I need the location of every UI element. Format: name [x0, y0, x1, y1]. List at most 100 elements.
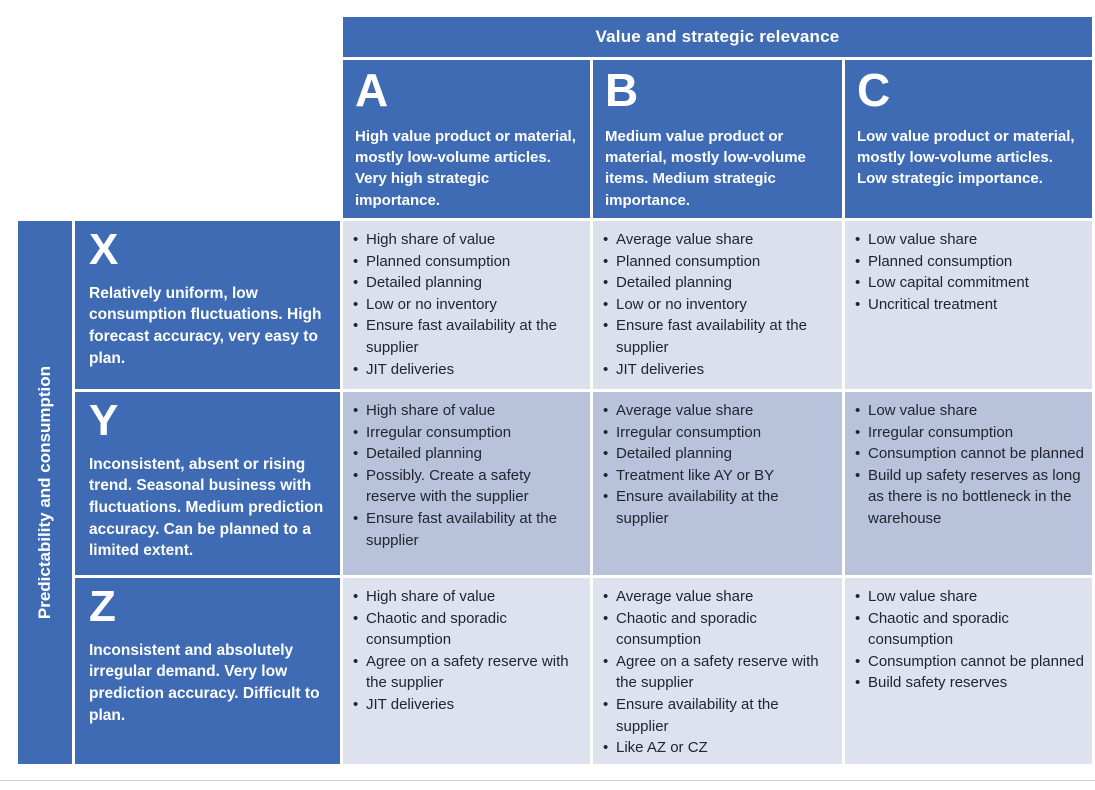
bullet-text: Planned consumption	[366, 252, 511, 270]
bullet-marker: •	[603, 652, 609, 670]
row-key-y: Y	[89, 396, 119, 445]
bullet-item: • Detailed planning	[353, 443, 582, 465]
bullet-marker: •	[353, 402, 359, 419]
bullet-item: •JIT deliveries	[353, 694, 582, 716]
bullet-marker: •	[855, 466, 861, 484]
bullet-item: •Agree on a safety reserve with the supp…	[603, 651, 834, 694]
bullet-text: Average value share	[616, 588, 754, 605]
bullet-item: •Irregular consumption	[855, 422, 1084, 444]
column-description-b: Medium value product or material, mostly…	[605, 127, 806, 209]
bullet-item: • Average value share	[603, 400, 834, 422]
bullet-item: •Planned consumption	[855, 251, 1084, 273]
bullet-marker: •	[353, 509, 359, 527]
bullet-marker: •	[855, 445, 861, 463]
bullet-marker: •	[855, 674, 861, 692]
bullet-item: • High share of value	[353, 229, 582, 251]
column-description-a: High value product or material, mostly l…	[355, 127, 576, 209]
cell-ax-bullet-list: • High share of value • Planned consumption…	[343, 221, 590, 389]
bullet-text: Low or no inventory	[616, 295, 747, 313]
row-header-z: Z Inconsistent and absolutely irregular …	[75, 578, 340, 764]
bullet-item: •JIT deliveries	[353, 359, 582, 381]
bullet-marker: •	[353, 423, 359, 441]
bullet-text: Average value share	[616, 402, 754, 419]
bullet-marker: •	[603, 317, 609, 335]
cell-cy-bullet-list: •Low value share•Irregular consumption•C…	[845, 392, 1092, 575]
bullet-text: Average value share	[616, 231, 754, 248]
bullet-text: JIT deliveries	[616, 360, 705, 378]
bullet-text: Detailed planning	[616, 445, 732, 463]
bullet-marker: •	[603, 423, 609, 441]
bullet-marker: •	[603, 402, 609, 419]
bullet-marker: •	[603, 609, 609, 627]
bullet-marker: •	[353, 317, 359, 335]
column-header-c: C Low value product or material, mostly …	[845, 60, 1092, 218]
bullet-marker: •	[603, 360, 609, 378]
cell-bz-bullet-list: •Average value share•Chaotic and sporadi…	[593, 578, 842, 764]
bullet-item: •Low or no inventory	[353, 294, 582, 316]
column-key-a: A	[355, 64, 389, 116]
bullet-item: • Build safety reserves	[855, 672, 1084, 694]
cell-az-bullet-list: •High share of value•Chaotic and sporadi…	[343, 578, 590, 764]
bullet-item: • JIT deliveries	[603, 359, 834, 381]
bullet-text: Like AZ or CZ	[616, 739, 708, 757]
bullet-item: •Low capital commitment	[855, 272, 1084, 294]
bullet-marker: •	[353, 295, 359, 313]
bullet-text: Possibly. Create a safety reserve with t…	[366, 466, 531, 506]
bullet-marker: •	[855, 588, 861, 605]
bullet-text: Low value share	[868, 588, 978, 605]
bullet-marker: •	[603, 466, 609, 484]
bullet-marker: •	[855, 231, 861, 248]
bullet-text: Low value share	[868, 402, 978, 419]
bullet-item: • Ensure fast availability at the supplie…	[353, 315, 582, 358]
bullet-text: Detailed planning	[366, 445, 482, 463]
bullet-item: •Average value share	[603, 586, 834, 608]
row-axis-title: Predictability and consumption	[18, 221, 72, 764]
bullet-marker: •	[353, 252, 359, 270]
bullet-item: •Like AZ or CZ	[603, 737, 834, 759]
bullet-item: • Average value share	[603, 229, 834, 251]
cell-bx-bullet-list: •Average value share•Planned consumption…	[593, 221, 842, 389]
bullet-item: •Low value share	[855, 400, 1084, 422]
bullet-marker: •	[603, 231, 609, 248]
bullet-item: •Chaotic and sporadic consumption	[855, 608, 1084, 651]
bullet-item: •Low or no inventory	[603, 294, 834, 316]
row-description-x: Relatively uniform, low consumption fluc…	[89, 284, 322, 367]
bullet-item: • Planned consumption	[353, 251, 582, 273]
bullet-text: Irregular consumption	[868, 423, 1014, 441]
bullet-marker: •	[353, 445, 359, 463]
bullet-item: • Low value share	[855, 229, 1084, 251]
column-description-c: Low value product or material, mostly lo…	[857, 127, 1075, 188]
bullet-marker: •	[353, 231, 359, 248]
bullet-item: •Ensure availability at the supplier	[603, 486, 834, 529]
bullet-item: •Irregular consumption	[353, 422, 582, 444]
bullet-marker: •	[353, 466, 359, 484]
bullet-text: High share of value	[366, 402, 496, 419]
bullet-text: Chaotic and sporadic consumption	[366, 609, 507, 649]
page-border-bottom	[0, 780, 1095, 781]
bullet-text: Low capital commitment	[868, 274, 1029, 292]
bullet-text: Build safety reserves	[868, 674, 1008, 692]
bullet-marker: •	[603, 445, 609, 463]
cell-by-bullet-list: • Average value share • Irregular consumpti…	[593, 392, 842, 575]
bullet-item: •Uncritical treatment	[855, 294, 1084, 316]
bullet-text: Agree on a safety reserve with the suppl…	[366, 652, 569, 692]
bullet-item: •Agree on a safety reserve with the supp…	[353, 651, 582, 694]
bullet-text: JIT deliveries	[366, 695, 455, 713]
abc-xyz-matrix-table: Value and strategic relevance A High val…	[18, 17, 1092, 764]
bullet-item: •Chaotic and sporadic consumption	[353, 608, 582, 651]
row-key-x: X	[89, 225, 119, 274]
bullet-item: •Build up safety reserves as long as the…	[855, 465, 1084, 530]
bullet-item: • Treatment like AY or BY	[603, 465, 834, 487]
bullet-text: Chaotic and sporadic consumption	[868, 609, 1009, 649]
bullet-text: Treatment like AY or BY	[616, 466, 775, 484]
bullet-text: Low value share	[868, 231, 978, 248]
bullet-text: High share of value	[366, 231, 496, 248]
bullet-item: • High share of value	[353, 400, 582, 422]
bullet-text: Ensure fast availability at the supplier	[366, 317, 557, 356]
bullet-text: Irregular consumption	[616, 423, 762, 441]
bullet-text: JIT deliveries	[366, 360, 455, 378]
bullet-marker: •	[353, 274, 359, 292]
bullet-text: Uncritical treatment	[868, 295, 998, 313]
row-axis-title-label: Predictability and consumption	[35, 365, 54, 620]
cell-ay-bullet-list: • High share of value •Irregular consumpti…	[343, 392, 590, 575]
